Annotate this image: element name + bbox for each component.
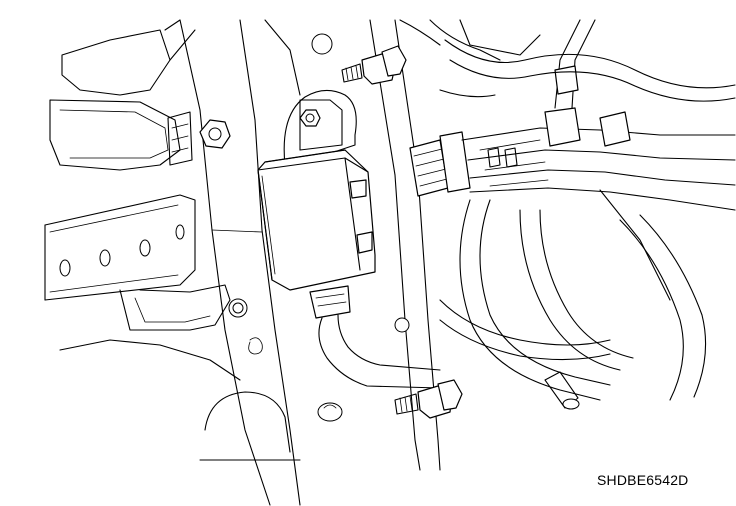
control-module <box>257 149 376 291</box>
center-pillar <box>179 19 301 506</box>
pipe-end <box>544 371 580 410</box>
figure-code-label: SHDBE6542D <box>597 472 689 488</box>
vertical-rail <box>311 19 441 471</box>
upper-bolt <box>341 45 407 85</box>
top-structure <box>264 19 541 96</box>
module-connector <box>309 285 441 389</box>
wiring-harness <box>461 19 736 211</box>
pillar-nut <box>199 119 231 149</box>
cross-member <box>44 194 196 301</box>
lower-bolt <box>394 379 463 419</box>
harness-connector <box>409 131 471 197</box>
upper-left-bracket <box>49 19 196 171</box>
module-bracket <box>283 89 357 166</box>
pillar-clip <box>167 111 193 166</box>
lower-panel <box>199 391 343 461</box>
lower-left-channel <box>59 284 241 381</box>
hose-loops <box>439 39 736 401</box>
